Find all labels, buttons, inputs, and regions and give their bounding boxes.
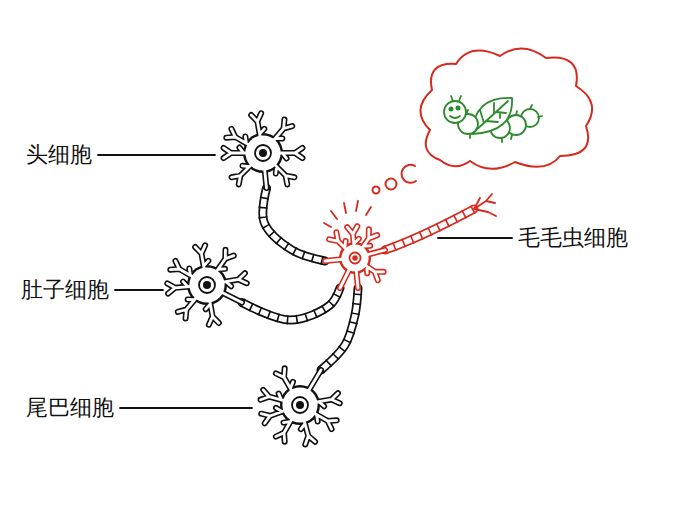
neuron-outline (261, 368, 340, 444)
leader-line (115, 289, 163, 291)
soma-fill (245, 135, 280, 170)
leaf (472, 98, 512, 134)
caterpillar-bristles (451, 96, 542, 142)
neuron-cell: 头细胞 (228, 118, 298, 188)
neuron-fill (325, 226, 385, 288)
axon-connector (321, 288, 358, 370)
nucleus (255, 145, 271, 161)
leader-line (120, 407, 252, 409)
leader-lines (98, 155, 512, 408)
sparks (324, 201, 371, 227)
axon-core (385, 209, 474, 250)
soma-fill (282, 387, 317, 422)
dendrite-outline (167, 245, 246, 324)
cell-label: 毛毛虫细胞 (518, 225, 628, 251)
axon-segments (321, 288, 358, 370)
neuron-fill (261, 368, 340, 444)
caterpillar (444, 96, 542, 142)
axon-connector (263, 188, 325, 261)
dendrite-outline (325, 226, 385, 288)
nucleolus (352, 255, 358, 261)
thought-bubble (373, 48, 593, 193)
neuron-outline (167, 245, 246, 324)
axon-core (242, 288, 340, 320)
dendrite-fill (325, 226, 385, 288)
leaf-vein (474, 101, 508, 132)
cell-label: 头细胞 (26, 142, 92, 168)
axon-segments (242, 288, 340, 320)
neuron-cell: 毛毛虫细胞 (325, 228, 385, 288)
caterpillar-head (444, 101, 466, 123)
nucleus (292, 397, 308, 413)
soma-outline (243, 133, 283, 173)
caterpillar-mouth (450, 116, 460, 118)
neuron-shape (265, 168, 445, 348)
axon-segments (263, 188, 325, 261)
dendrite-fill (224, 113, 303, 188)
axon-outline (385, 209, 474, 250)
dendrite-fill (261, 368, 340, 444)
soma-fill (189, 267, 224, 302)
axon-core (321, 288, 358, 370)
axon-segments (385, 209, 474, 250)
nucleolus (203, 281, 211, 289)
bubble-dot (373, 187, 380, 194)
caterpillar-eye (449, 107, 452, 110)
neuron-shape (205, 310, 395, 500)
soma-outline (339, 242, 371, 274)
spark (366, 207, 371, 215)
nucleus (350, 253, 361, 264)
neuron-outline (325, 226, 385, 288)
bubble-dot (402, 165, 416, 183)
neuron-shape (168, 58, 358, 248)
axon-outline (242, 288, 340, 320)
axon-outline (321, 288, 358, 370)
dendrite-outline (224, 113, 303, 188)
spark (331, 211, 337, 219)
cell-label: 尾巴细胞 (26, 395, 114, 421)
neuron-outline (224, 113, 303, 188)
caterpillar-eye (456, 106, 459, 109)
leader-line (98, 154, 215, 156)
leader-line (438, 237, 512, 239)
bubble-dot (386, 179, 397, 190)
spark (356, 201, 358, 211)
soma-fill (341, 244, 368, 271)
thought-cloud (420, 48, 592, 168)
red-axon (385, 194, 496, 250)
neuron-fill (167, 245, 246, 324)
neuron-fill (224, 113, 303, 188)
axon-connector (242, 288, 340, 320)
dendrite-outline (261, 368, 340, 444)
axon-terminal (474, 194, 496, 216)
spark (344, 203, 346, 213)
axon-outline (263, 188, 325, 261)
spark (324, 223, 331, 227)
soma-outline (187, 265, 227, 305)
nucleolus (296, 401, 304, 409)
neuron-cell: 尾巴细胞 (265, 370, 335, 440)
neuron-cell: 肚子细胞 (172, 250, 242, 320)
neuron-shape (112, 190, 302, 380)
nucleolus (259, 149, 267, 157)
soma-outline (280, 385, 320, 425)
axon-core (263, 188, 325, 261)
nucleus (199, 277, 215, 293)
cell-label: 肚子细胞 (21, 277, 109, 303)
dendrite-fill (167, 245, 246, 324)
